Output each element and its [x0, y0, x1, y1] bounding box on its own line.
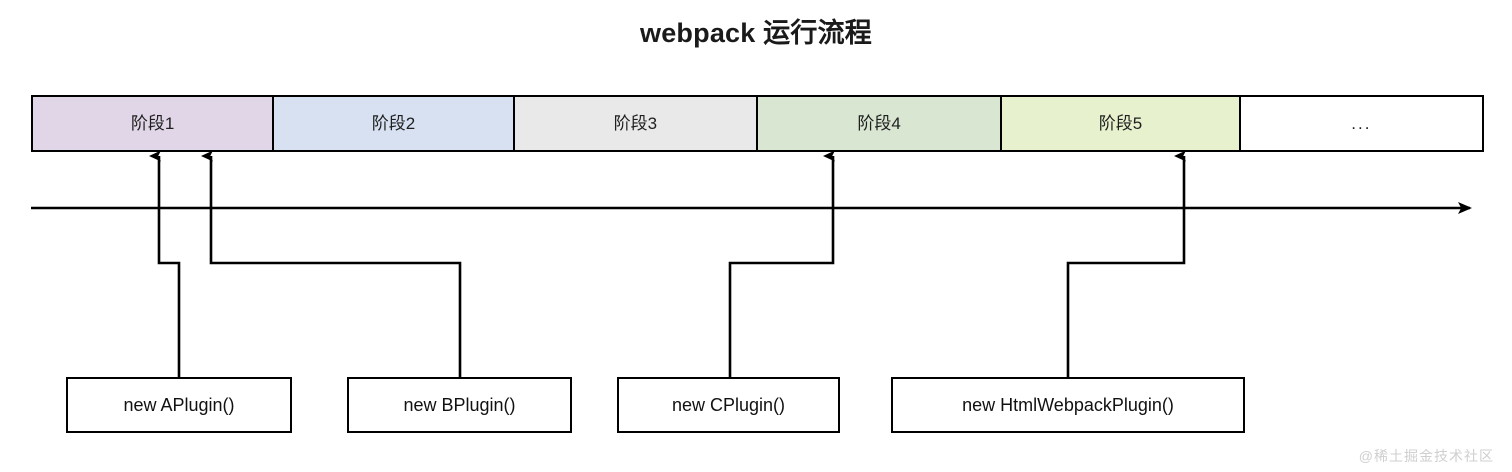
bplugin-connector [201, 150, 462, 377]
cplugin-connector [728, 150, 835, 377]
stage-cell-label: 阶段2 [371, 114, 416, 133]
stage-cell-4[interactable]: 阶段4 [758, 97, 1003, 150]
stage-cell-label: 阶段1 [130, 114, 175, 133]
watermark: @稀土掘金技术社区 [1358, 448, 1494, 464]
stage-cell-label: 阶段5 [1098, 114, 1143, 133]
stage-cell-2[interactable]: 阶段2 [274, 97, 515, 150]
plugin-box-label: new HtmlWebpackPlugin() [962, 394, 1174, 415]
stage-cell-3[interactable]: 阶段3 [514, 97, 758, 150]
page-title: webpack 运行流程 [640, 18, 872, 48]
stage-cell-label: ... [1351, 114, 1372, 133]
plugin-box-4[interactable]: new HtmlWebpackPlugin() [891, 377, 1245, 433]
aplugin-connector [149, 150, 181, 377]
stage-cell-label: 阶段3 [613, 114, 658, 133]
stage-cell-1[interactable]: 阶段1 [33, 97, 275, 150]
plugin-box-label: new CPlugin() [671, 394, 786, 415]
connector-paths [149, 150, 1186, 377]
htmlwebpackplugin-connector [1066, 150, 1186, 377]
stage-cell-label: 阶段4 [857, 114, 901, 133]
plugin-box-label: new APlugin() [123, 394, 235, 415]
plugin-box-1[interactable]: new APlugin() [66, 377, 292, 433]
stage-cell-6[interactable]: ... [1240, 97, 1482, 150]
stage-bar: 阶段1 阶段2 阶段3 阶段4 阶段5... [31, 95, 1484, 152]
plugin-box-label: new BPlugin() [403, 394, 516, 415]
stage-cell-5[interactable]: 阶段5 [1002, 97, 1241, 150]
plugin-box-3[interactable]: new CPlugin() [617, 377, 840, 433]
plugin-box-2[interactable]: new BPlugin() [347, 377, 572, 433]
